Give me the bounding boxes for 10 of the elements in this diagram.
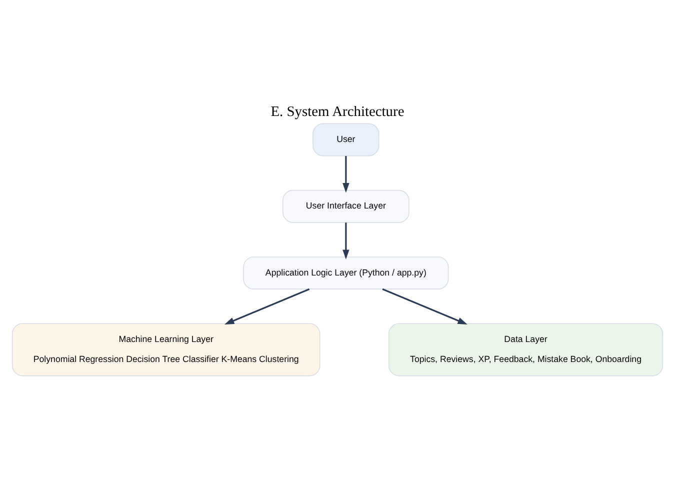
node-box: Machine Learning Layer Polynomial Regression Decision Tree Classifier K-Means Clustering xyxy=(12,323,320,376)
arrow xyxy=(342,156,350,193)
node-box: User Interface Layer xyxy=(282,190,410,223)
node-box: User xyxy=(312,123,380,156)
arrow xyxy=(382,288,468,325)
arrow xyxy=(224,288,310,325)
arrow xyxy=(342,222,350,260)
diagram-title: E. System Architecture xyxy=(270,104,404,120)
node-box: Application Logic Layer (Python / app.py) xyxy=(243,256,449,290)
node-box: Data Layer Topics, Reviews, XP, Feedback, Mistake Book, Onboarding xyxy=(388,323,664,376)
